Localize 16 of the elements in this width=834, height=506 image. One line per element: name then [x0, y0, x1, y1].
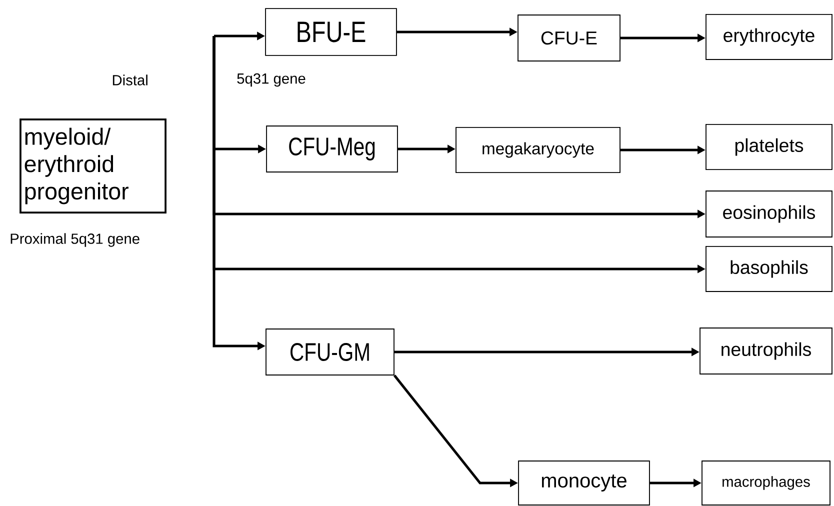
process-box: monocyte [518, 460, 650, 506]
process-box: CFU-Meg [266, 126, 398, 172]
process-box: neutrophils [700, 328, 832, 374]
process-box: macrophages [702, 460, 830, 506]
process-box: basophils [706, 246, 832, 292]
annotation-label: 5q31 gene [237, 73, 306, 87]
process-box: CFU-GM [266, 328, 394, 376]
annotation-label: Proximal 5q31 gene [10, 233, 140, 247]
process-box: eosinophils [706, 190, 832, 238]
annotation-label: Distal [112, 74, 148, 86]
process-box: BFU-E [265, 8, 397, 56]
process-box: erythrocyte [706, 14, 832, 60]
process-box: myeloid/ erythroid progenitor [20, 118, 166, 214]
process-box: platelets [706, 124, 832, 170]
process-box: CFU-E [518, 14, 620, 62]
process-box: megakaryocyte [456, 127, 620, 173]
